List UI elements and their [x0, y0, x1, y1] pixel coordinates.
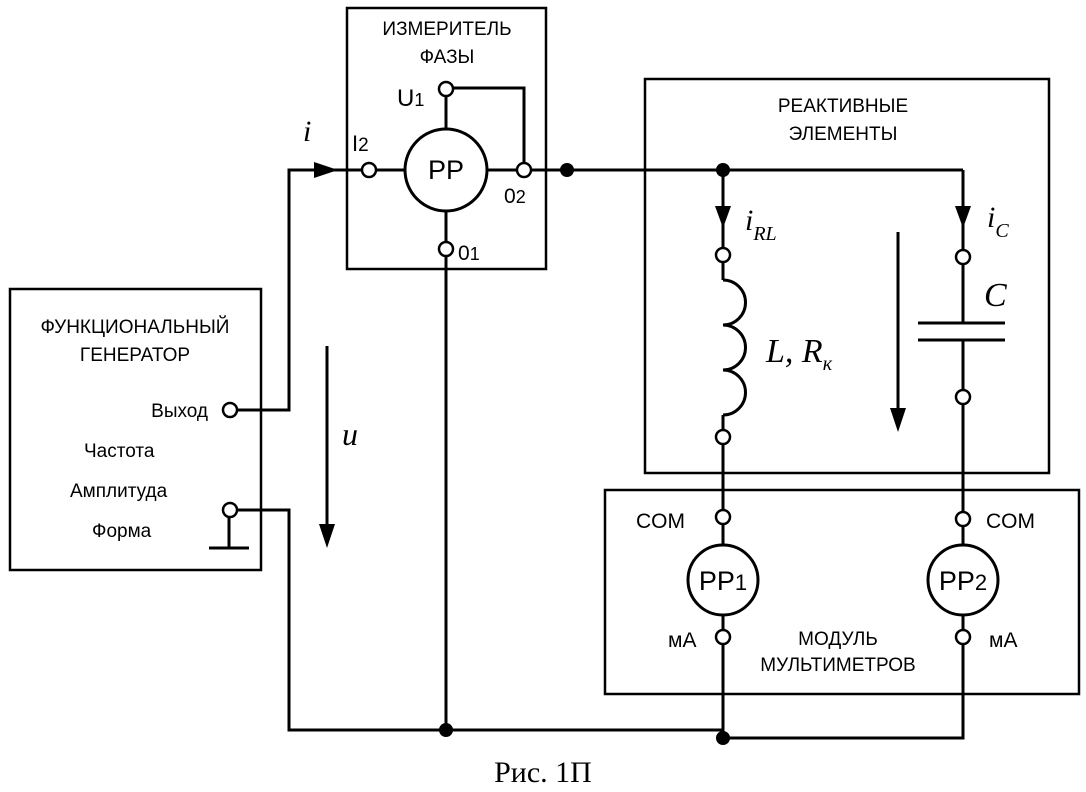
ic-label: iC [987, 201, 1009, 242]
terminal-u1[interactable] [437, 80, 455, 98]
current-i-arrowhead [314, 162, 338, 178]
arrows [314, 162, 971, 548]
multimeter-2-circle [926, 543, 1000, 617]
phase-meter-symbol: PP [428, 155, 464, 185]
function-generator-box [8, 287, 263, 572]
terminal-o1[interactable] [437, 240, 455, 258]
module-title-2: МУЛЬТИМЕТРОВ [760, 655, 915, 676]
inductor-label: L, Rк [765, 333, 833, 375]
multimeter-module-box [603, 488, 1081, 696]
irl-label: iRL [745, 204, 777, 245]
terminal-form[interactable] [221, 501, 239, 519]
form-label: Форма [92, 521, 152, 542]
terminal-i2[interactable] [360, 161, 378, 179]
reactive-title-2: ЭЛЕМЕНТЫ [789, 124, 898, 145]
generator-title-2: ГЕНЕРАТОР [80, 345, 190, 366]
i2-label: I2 [352, 131, 369, 156]
ma-1-label: мА [668, 629, 696, 652]
reactive-title-1: РЕАКТИВНЫЕ [778, 96, 908, 117]
junction-dot [560, 163, 574, 177]
terminal-output[interactable] [221, 401, 239, 419]
junction-dot [716, 731, 730, 745]
terminal-rl-top[interactable] [714, 246, 732, 264]
phase-meter-title-1: ИЗМЕРИТЕЛЬ [382, 19, 511, 40]
capacitor-label: C [984, 277, 1007, 314]
amplitude-label: Амплитуда [70, 481, 168, 502]
irl-arrowhead [715, 206, 731, 228]
o2-label: 02 [504, 185, 526, 208]
terminal-com-2[interactable] [954, 510, 972, 528]
terminal-c-top[interactable] [954, 248, 972, 266]
frequency-label: Частота [84, 441, 155, 462]
terminal-ma-1[interactable] [714, 628, 732, 646]
junction-dot [439, 723, 453, 737]
u1-label: U1 [397, 85, 424, 112]
inductor-coil [722, 278, 747, 417]
terminal-o2[interactable] [515, 161, 533, 179]
current-i-label: i [303, 115, 311, 148]
voltage-u-label: u [342, 416, 358, 452]
com-2-label: COM [986, 510, 1035, 533]
multimeter-2-symbol: PP2 [939, 566, 987, 596]
figure-caption: Рис. 1П [494, 756, 592, 789]
terminal-com-1[interactable] [714, 508, 732, 526]
phase-meter-circle [403, 127, 489, 213]
multimeter-1-circle [686, 543, 760, 617]
junction-dot [716, 163, 730, 177]
reactive-elements-box [643, 77, 1051, 475]
phase-meter-title-2: ФАЗЫ [420, 47, 475, 68]
output-label: Выход [151, 401, 208, 422]
total-current-arrowhead [890, 408, 906, 432]
o1-label: 01 [458, 242, 480, 265]
voltage-u-arrowhead [319, 524, 335, 548]
multimeter-1-symbol: PP1 [699, 566, 747, 596]
terminal-c-bottom[interactable] [954, 388, 972, 406]
terminal-rl-bottom[interactable] [714, 428, 732, 446]
ma-2-label: мА [989, 629, 1017, 652]
module-title-1: МОДУЛЬ [798, 629, 878, 650]
terminal-ma-2[interactable] [954, 628, 972, 646]
ic-arrowhead [955, 206, 971, 228]
com-1-label: COM [636, 510, 685, 533]
generator-title-1: ФУНКЦИОНАЛЬНЫЙ [41, 316, 230, 338]
